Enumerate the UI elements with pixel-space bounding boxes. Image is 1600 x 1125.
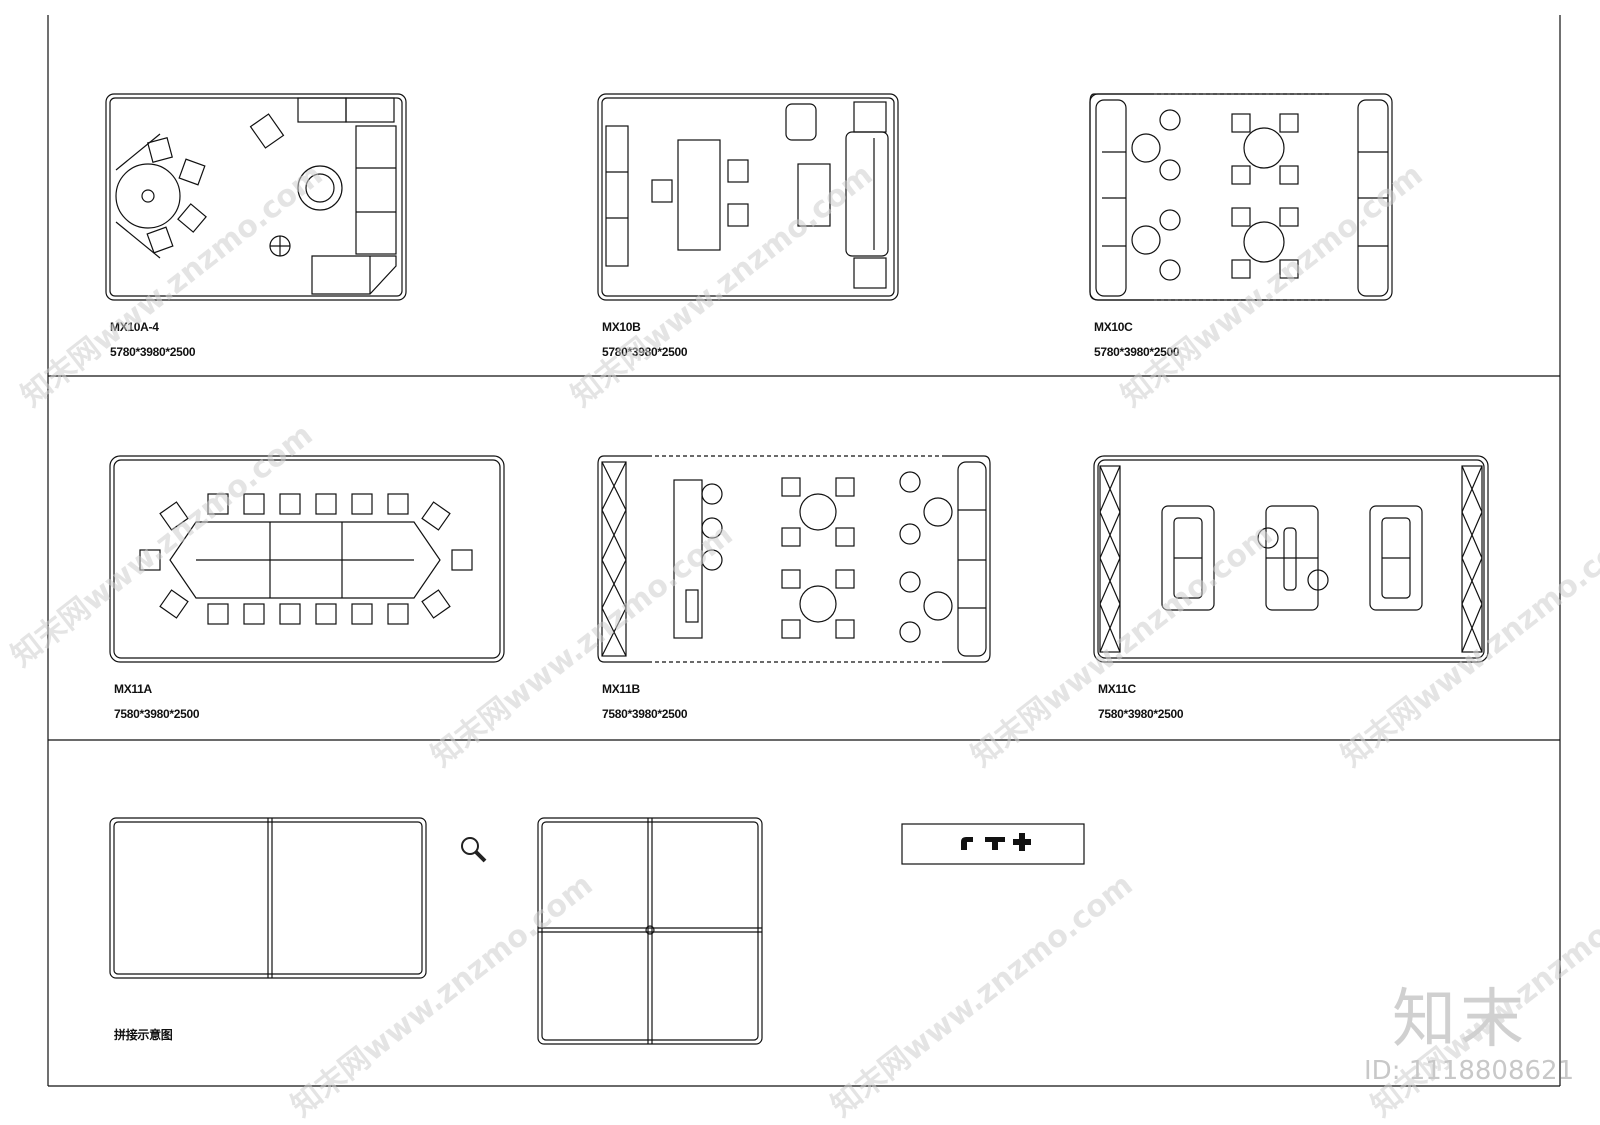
booth-model-mx10a: MX10A-4 xyxy=(110,320,159,334)
booth-plan-mx10b xyxy=(597,93,899,301)
booth-model-mx11a: MX11A xyxy=(114,682,152,696)
image-id-label: ID: 1118808621 xyxy=(1364,1056,1575,1086)
booth-dims-mx10c: 5780*3980*2500 xyxy=(1094,345,1180,359)
tee-connector-icon xyxy=(985,837,1005,850)
booth-model-mx10c: MX10C xyxy=(1094,320,1133,334)
connector-legend xyxy=(901,823,1085,865)
booth-dims-mx10a: 5780*3980*2500 xyxy=(110,345,196,359)
booth-model-mx11b: MX11B xyxy=(602,682,640,696)
booth-plan-mx10a xyxy=(105,93,407,301)
booth-dims-mx11a: 7580*3980*2500 xyxy=(114,707,200,721)
brand-logo-text: 知末 xyxy=(1392,983,1528,1057)
corner-connector-icon xyxy=(961,837,973,850)
booth-dims-mx10b: 5780*3980*2500 xyxy=(602,345,688,359)
booth-plan-mx11a xyxy=(109,455,505,663)
booth-model-mx10b: MX10B xyxy=(602,320,641,334)
booth-plan-mx11c xyxy=(1093,455,1489,663)
booth-dims-mx11b: 7580*3980*2500 xyxy=(602,707,688,721)
assembly-caption: 拼接示意图 xyxy=(114,1028,173,1042)
assembly-two-panel xyxy=(109,817,427,979)
drawing-frame xyxy=(47,15,1561,1087)
booth-plan-mx10c xyxy=(1089,93,1393,301)
assembly-four-panel xyxy=(537,817,763,1045)
cross-connector-icon xyxy=(1013,833,1031,851)
booth-model-mx11c: MX11C xyxy=(1098,682,1136,696)
booth-plan-mx11b xyxy=(597,455,991,663)
booth-dims-mx11c: 7580*3980*2500 xyxy=(1098,707,1184,721)
magnifier-icon[interactable] xyxy=(458,834,488,864)
